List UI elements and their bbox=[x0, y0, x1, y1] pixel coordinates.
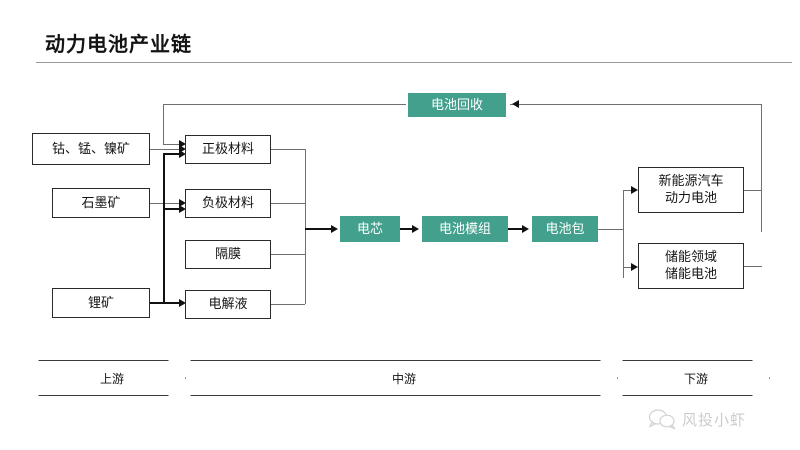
node-energy-storage-battery[interactable]: 储能领域 储能电池 bbox=[638, 243, 744, 289]
wire-to-nev bbox=[623, 190, 635, 191]
recycle-outbound-horizontal bbox=[163, 104, 406, 105]
wechat-icon bbox=[648, 408, 676, 430]
node-battery-cell[interactable]: 电芯 bbox=[340, 216, 400, 242]
wire-cmn-to-cathode bbox=[150, 149, 183, 150]
recycle-return-horizontal bbox=[510, 104, 762, 105]
wire-lithium-to-electrolyte bbox=[150, 302, 183, 304]
node-ore-lithium[interactable]: 锂矿 bbox=[52, 288, 150, 318]
wire-cell-to-module bbox=[400, 228, 415, 230]
wire-storage-out bbox=[744, 266, 762, 267]
page-title: 动力电池产业链 bbox=[45, 34, 192, 56]
node-ore-cobalt-manganese-nickel[interactable]: 钴、锰、镍矿 bbox=[32, 133, 150, 165]
node-ore-graphite[interactable]: 石墨矿 bbox=[52, 188, 150, 218]
stage-label-downstream: 下游 bbox=[683, 371, 708, 386]
node-nev-power-battery[interactable]: 新能源汽车 动力电池 bbox=[638, 167, 744, 213]
wire-module-to-pack bbox=[508, 228, 525, 230]
module-arrowhead bbox=[412, 225, 419, 233]
node-battery-pack[interactable]: 电池包 bbox=[532, 216, 598, 242]
anode-arrowhead bbox=[179, 199, 186, 207]
stage-chevron-downstream[interactable]: 下游 bbox=[622, 360, 770, 396]
node-anode-material[interactable]: 负极材料 bbox=[185, 189, 271, 218]
cathode-arrowhead bbox=[179, 145, 186, 153]
electrolyte-arrowhead bbox=[179, 299, 186, 307]
wire-bus-to-cell bbox=[305, 228, 335, 230]
node-separator[interactable]: 隔膜 bbox=[185, 240, 271, 269]
node-battery-module[interactable]: 电池模组 bbox=[422, 216, 508, 242]
wire-cathode-to-bus bbox=[271, 149, 305, 150]
recycle-outbound-into-cathode bbox=[163, 144, 183, 145]
wire-nev-out bbox=[744, 190, 762, 191]
wire-pack-out bbox=[598, 229, 624, 230]
nev-arrowhead bbox=[631, 186, 638, 194]
recycle-outbound-vertical bbox=[163, 104, 164, 144]
stage-label-upstream: 上游 bbox=[99, 371, 124, 386]
lithium-cathode-arrowhead bbox=[179, 150, 186, 158]
recycle-inbound-arrowhead bbox=[512, 100, 519, 108]
recycle-cathode-arrowhead bbox=[179, 140, 186, 148]
lithium-riser-to-cathode bbox=[163, 153, 183, 155]
wire-graphite-to-anode bbox=[150, 203, 183, 204]
lithium-riser-to-anode bbox=[163, 208, 183, 210]
storage-arrowhead bbox=[631, 263, 638, 271]
node-battery-recycling[interactable]: 电池回收 bbox=[408, 93, 506, 117]
title-divider bbox=[36, 62, 792, 63]
pack-arrowhead bbox=[522, 225, 529, 233]
cell-arrowhead bbox=[331, 225, 338, 233]
stage-chevron-midstream[interactable]: 中游 bbox=[190, 360, 618, 396]
wire-electrolyte-to-bus bbox=[271, 304, 305, 305]
downstream-split-bus bbox=[623, 190, 624, 278]
watermark: 风投小虾 bbox=[648, 408, 746, 430]
lithium-riser-vertical bbox=[163, 153, 165, 303]
stage-chevron-upstream[interactable]: 上游 bbox=[38, 360, 186, 396]
node-cathode-material[interactable]: 正极材料 bbox=[185, 135, 271, 164]
watermark-text: 风投小虾 bbox=[682, 411, 747, 429]
wire-anode-to-bus bbox=[271, 203, 305, 204]
material-merge-bus bbox=[305, 149, 306, 304]
wire-to-storage bbox=[623, 267, 635, 268]
node-electrolyte[interactable]: 电解液 bbox=[185, 290, 271, 319]
stage-label-midstream: 中游 bbox=[391, 371, 416, 386]
wire-separator-to-bus bbox=[271, 254, 305, 255]
lithium-anode-arrowhead bbox=[179, 205, 186, 213]
recycle-return-vertical bbox=[761, 104, 762, 232]
